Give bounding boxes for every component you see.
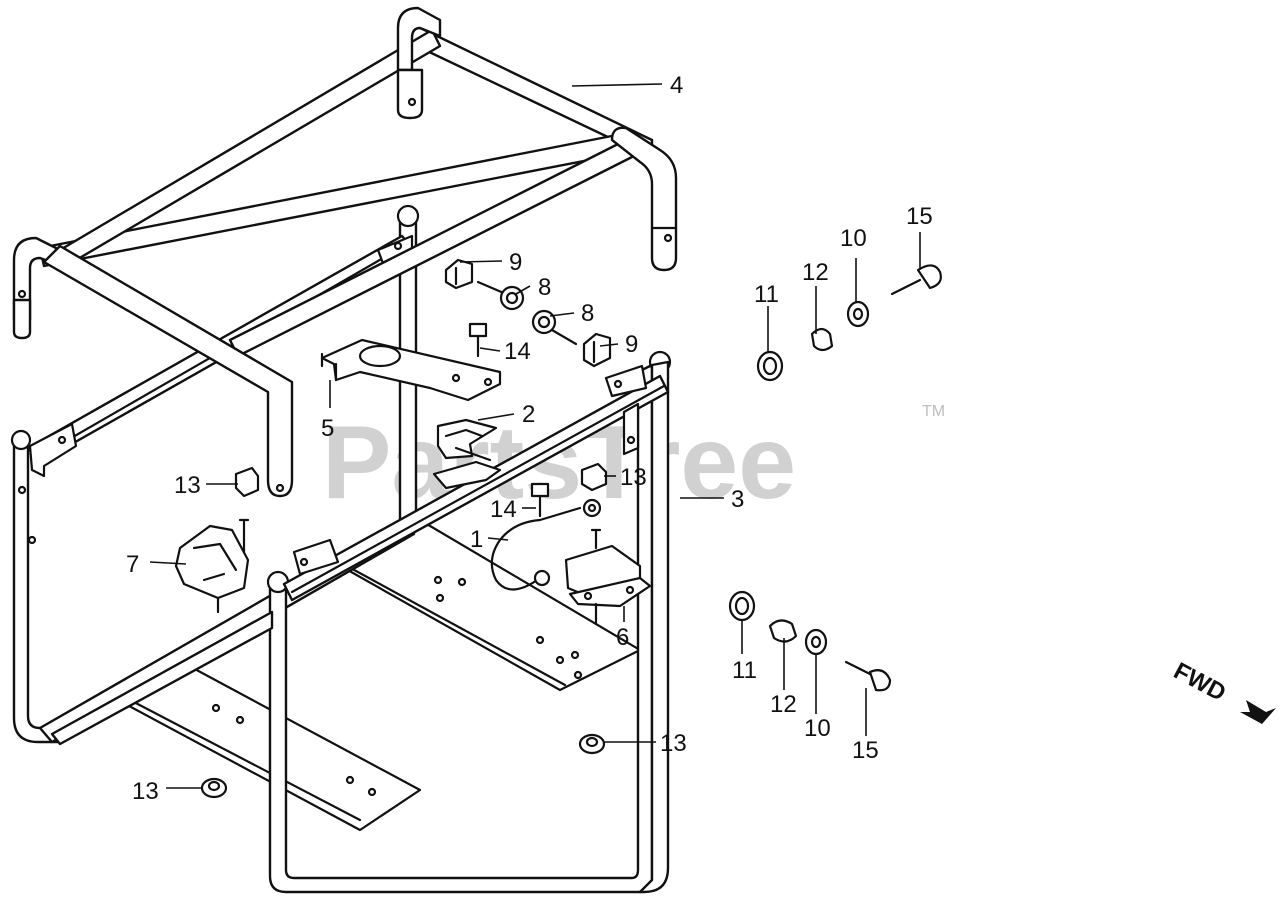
callout-6[interactable]: 6 <box>616 624 629 651</box>
engine-mount-part-7[interactable] <box>174 518 250 614</box>
callout-8[interactable]: 8 <box>581 300 594 327</box>
nut-part-13-a[interactable] <box>234 466 260 498</box>
callout-13[interactable]: 13 <box>620 464 647 491</box>
rubber-part-2[interactable] <box>432 418 502 490</box>
washer-part-10-lower[interactable] <box>804 628 828 656</box>
callout-5[interactable]: 5 <box>321 415 334 442</box>
fwd-label: FWD <box>1169 657 1230 706</box>
clip-part-9-lower[interactable] <box>582 332 612 368</box>
forward-direction-indicator: FWD <box>1169 657 1276 724</box>
bolt-part-8-lower[interactable] <box>531 309 578 346</box>
clip-part-9-upper[interactable] <box>444 258 474 290</box>
grommet-part-11-upper[interactable] <box>756 350 784 382</box>
callout-14[interactable]: 14 <box>504 338 531 365</box>
trademark-mark: TM <box>922 403 945 420</box>
nut-part-13-b[interactable] <box>580 462 608 492</box>
grommet-part-11-lower[interactable] <box>728 590 756 622</box>
callout-14[interactable]: 14 <box>490 496 517 523</box>
bolt-part-15-upper[interactable] <box>890 264 942 296</box>
bolt-part-14-lower[interactable] <box>530 482 550 518</box>
fwd-arrow-icon <box>1240 700 1276 724</box>
callout-15[interactable]: 15 <box>906 203 933 230</box>
leader-lines <box>149 83 921 789</box>
callout-12[interactable]: 12 <box>802 259 829 286</box>
callout-10[interactable]: 10 <box>804 715 831 742</box>
callout-2[interactable]: 2 <box>522 401 535 428</box>
callout-11[interactable]: 11 <box>732 657 757 684</box>
collar-part-12-lower[interactable] <box>768 619 798 643</box>
bracket-part-5[interactable] <box>320 338 502 402</box>
collar-part-12-upper[interactable] <box>810 327 834 352</box>
nut-part-13-c[interactable] <box>578 733 606 755</box>
callout-9[interactable]: 9 <box>625 331 638 358</box>
callout-11[interactable]: 11 <box>754 281 779 308</box>
callout-3[interactable]: 3 <box>731 486 744 513</box>
callout-10[interactable]: 10 <box>840 225 867 252</box>
callout-12[interactable]: 12 <box>770 691 797 718</box>
callout-13[interactable]: 13 <box>174 472 201 499</box>
callout-9[interactable]: 9 <box>509 249 522 276</box>
nut-part-13-d[interactable] <box>200 777 228 799</box>
engine-mount-part-6[interactable] <box>564 528 652 626</box>
bolt-part-14-upper[interactable] <box>468 322 488 358</box>
bolt-part-8-upper[interactable] <box>476 280 525 311</box>
washer-part-10-upper[interactable] <box>846 300 870 328</box>
callout-8[interactable]: 8 <box>538 274 551 301</box>
callout-15[interactable]: 15 <box>852 737 879 764</box>
callout-7[interactable]: 7 <box>126 551 139 578</box>
callout-13[interactable]: 13 <box>660 730 687 757</box>
bolt-part-15-lower[interactable] <box>844 660 892 692</box>
main-frame[interactable] <box>10 204 672 894</box>
callout-labels: 4 9 8 8 9 14 5 2 13 13 3 14 1 7 6 13 13 … <box>126 72 933 805</box>
ground-cable-part-1[interactable] <box>490 498 602 591</box>
handle-frame[interactable] <box>12 6 678 498</box>
watermark-text: PartsTree <box>322 405 796 521</box>
callout-13[interactable]: 13 <box>132 778 159 805</box>
callout-4[interactable]: 4 <box>670 72 683 99</box>
callout-1[interactable]: 1 <box>470 526 483 553</box>
